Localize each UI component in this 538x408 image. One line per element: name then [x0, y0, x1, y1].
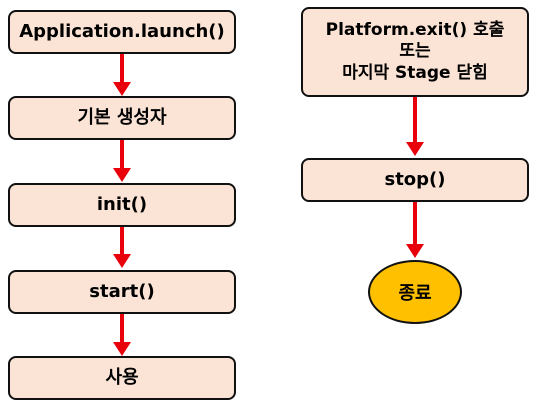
arrow-stop-to-end: [406, 202, 424, 258]
end-ellipse: 종료: [368, 260, 462, 324]
arrow-init-to-start: [113, 227, 131, 268]
exit-label-line1: Platform.exit() 호출: [325, 20, 505, 41]
arrow-start-to-use: [113, 314, 131, 356]
launch-label: Application.launch(): [19, 20, 225, 42]
stop-box: stop(): [301, 158, 529, 202]
start-label: start(): [89, 280, 155, 302]
stop-label: stop(): [384, 168, 446, 190]
exit-label-line3: 마지막 Stage 닫힘: [342, 62, 488, 83]
arrow-launch-to-constructor: [113, 54, 131, 96]
constructor-label: 기본 생성자: [77, 106, 167, 128]
init-label: init(): [96, 193, 148, 215]
launch-box: Application.launch(): [8, 10, 236, 54]
use-label: 사용: [105, 366, 139, 388]
arrow-exit-to-stop: [406, 97, 424, 156]
start-box: start(): [8, 270, 236, 314]
exit-box: Platform.exit() 호출 또는 마지막 Stage 닫힘: [301, 7, 529, 97]
use-box: 사용: [8, 356, 236, 400]
constructor-box: 기본 생성자: [8, 96, 236, 140]
arrow-constructor-to-init: [113, 140, 131, 182]
end-label: 종료: [398, 283, 432, 304]
init-box: init(): [8, 183, 236, 227]
exit-label-line2: 또는: [399, 41, 431, 62]
